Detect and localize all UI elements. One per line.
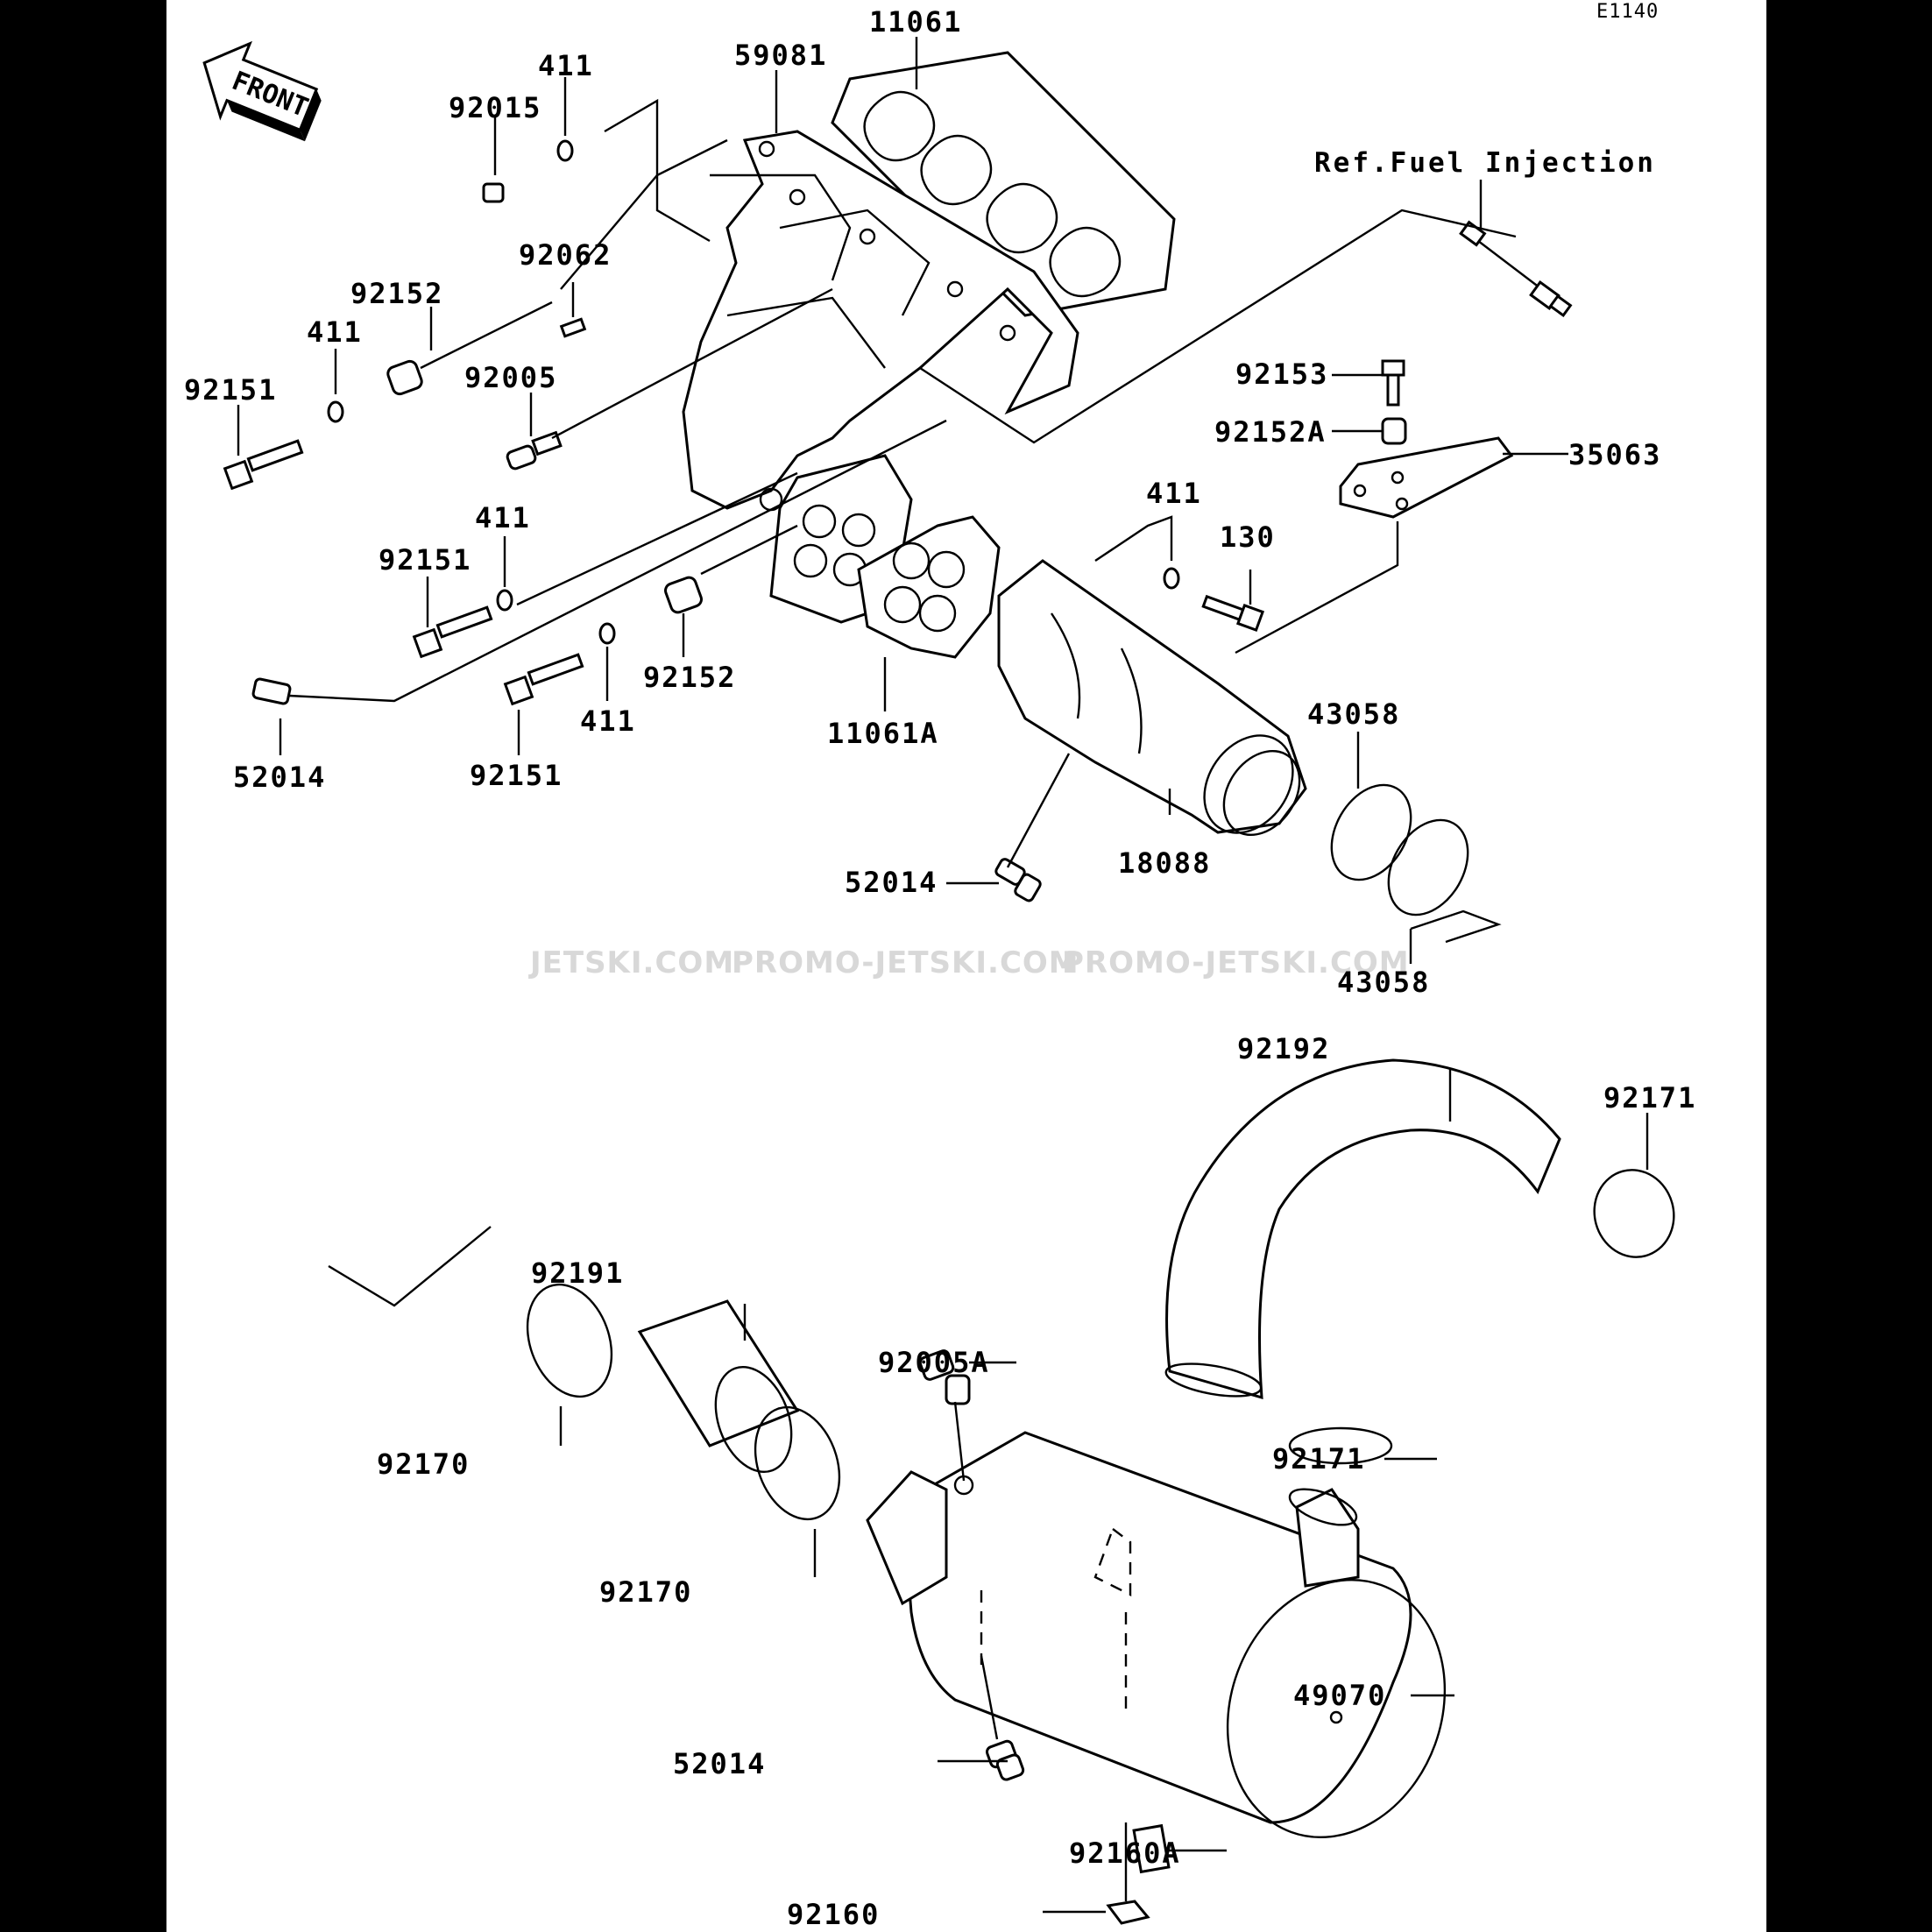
diagram-code: E1140 bbox=[1596, 1, 1659, 23]
bolt-92151-c bbox=[503, 653, 584, 706]
part-label: 130 bbox=[1220, 520, 1276, 554]
hose-92192 bbox=[1164, 1058, 1561, 1400]
washer-411-b bbox=[327, 400, 344, 423]
clamp-92171-b bbox=[1288, 1426, 1393, 1465]
part-label: 92152A bbox=[1214, 415, 1327, 449]
part-label: 92192 bbox=[1237, 1032, 1330, 1065]
sensor-ref-fuel-injection bbox=[1459, 220, 1573, 318]
bolt-92151-a bbox=[223, 439, 304, 491]
part-label: 92160 bbox=[787, 1898, 880, 1931]
part-label: 92151 bbox=[379, 543, 471, 577]
part-label: 35063 bbox=[1568, 438, 1661, 471]
part-label: 49070 bbox=[1293, 1679, 1386, 1712]
part-label: 11061A bbox=[827, 717, 939, 750]
bolt-92151-b bbox=[412, 605, 493, 659]
collar-92152A bbox=[1381, 417, 1407, 445]
hose-92191 bbox=[637, 1299, 800, 1474]
part-label: 43058 bbox=[1337, 966, 1430, 999]
nut-92015 bbox=[482, 182, 505, 203]
o-ring-43058-b bbox=[1387, 818, 1469, 916]
fitting-52014-b bbox=[994, 858, 1042, 902]
washer-411-d bbox=[598, 622, 616, 645]
part-label: 59081 bbox=[734, 39, 827, 72]
clamp-92170-b bbox=[754, 1405, 841, 1521]
pad-92160 bbox=[1106, 1900, 1150, 1925]
pad-92160A bbox=[1132, 1823, 1171, 1874]
clamp-92170-a bbox=[526, 1283, 613, 1398]
o-ring-43058-a bbox=[1330, 783, 1412, 881]
ref-fuel-injection-label: Ref.Fuel Injection bbox=[1314, 147, 1656, 179]
part-label: 92005 bbox=[464, 361, 557, 394]
part-label: 411 bbox=[580, 704, 636, 738]
part-label: 92152 bbox=[643, 661, 736, 694]
part-label: 11061 bbox=[869, 5, 962, 39]
manifold-gasket-11061 bbox=[831, 51, 1176, 317]
part-label: 411 bbox=[538, 49, 594, 82]
parts-diagram-sheet: E1140 FRONT bbox=[166, 0, 1766, 1932]
collar-92152-a bbox=[386, 359, 423, 396]
washer-411-c bbox=[496, 589, 513, 612]
part-label: 92170 bbox=[599, 1575, 692, 1609]
leader-lines-top bbox=[237, 37, 1568, 964]
part-label: 411 bbox=[1146, 477, 1202, 510]
part-label: 92153 bbox=[1235, 357, 1328, 391]
front-arrow-icon: FRONT bbox=[202, 40, 322, 142]
exploded-parts-diagram: E1140 FRONT bbox=[184, 1, 1696, 1931]
part-label: 52014 bbox=[673, 1747, 766, 1780]
stud-92062 bbox=[559, 317, 587, 338]
exhaust-manifold-59081 bbox=[682, 130, 1079, 510]
part-label: 411 bbox=[475, 501, 531, 534]
elbow-92005A bbox=[918, 1349, 971, 1405]
part-label: 92151 bbox=[184, 373, 277, 407]
bolt-92153 bbox=[1381, 359, 1405, 407]
clamp-92171-a bbox=[1593, 1169, 1675, 1258]
part-label: 92151 bbox=[470, 759, 563, 792]
washer-411-e bbox=[1163, 567, 1180, 590]
fitting-52014-a bbox=[251, 677, 292, 705]
part-label: 92062 bbox=[519, 238, 612, 272]
part-label: 92005A bbox=[878, 1346, 990, 1379]
part-label: 92191 bbox=[531, 1256, 624, 1290]
watermark-2: PROMO-JETSKI.COM bbox=[732, 945, 1079, 980]
exhaust-pipe-18088 bbox=[997, 559, 1307, 837]
part-label: 43058 bbox=[1307, 697, 1400, 731]
part-label: 52014 bbox=[233, 761, 326, 794]
part-label: 92171 bbox=[1272, 1442, 1365, 1476]
part-label: 92015 bbox=[449, 91, 541, 124]
muffler-49070 bbox=[866, 1431, 1447, 1839]
part-label: 411 bbox=[307, 315, 363, 349]
watermark-3: PROMO-JETSKI.COM bbox=[1062, 945, 1410, 980]
part-label: 92160A bbox=[1069, 1836, 1181, 1870]
leader-lines-bottom bbox=[328, 1069, 1649, 1914]
part-label: 52014 bbox=[845, 866, 938, 899]
part-number-labels: 11061 59081 411 92015 92062 92152 411 92… bbox=[184, 5, 1696, 1931]
gasket-11061A bbox=[857, 515, 1001, 659]
bolt-130 bbox=[1201, 594, 1265, 633]
part-label: 92170 bbox=[377, 1447, 470, 1481]
washer-411-a bbox=[556, 139, 574, 162]
bracket-35063 bbox=[1339, 436, 1514, 519]
part-label: 92152 bbox=[350, 277, 443, 310]
watermark-1: JETSKI.COM bbox=[528, 945, 734, 980]
part-label: 92171 bbox=[1603, 1081, 1696, 1115]
collar-92152-b bbox=[664, 576, 703, 614]
part-label: 18088 bbox=[1118, 846, 1211, 880]
